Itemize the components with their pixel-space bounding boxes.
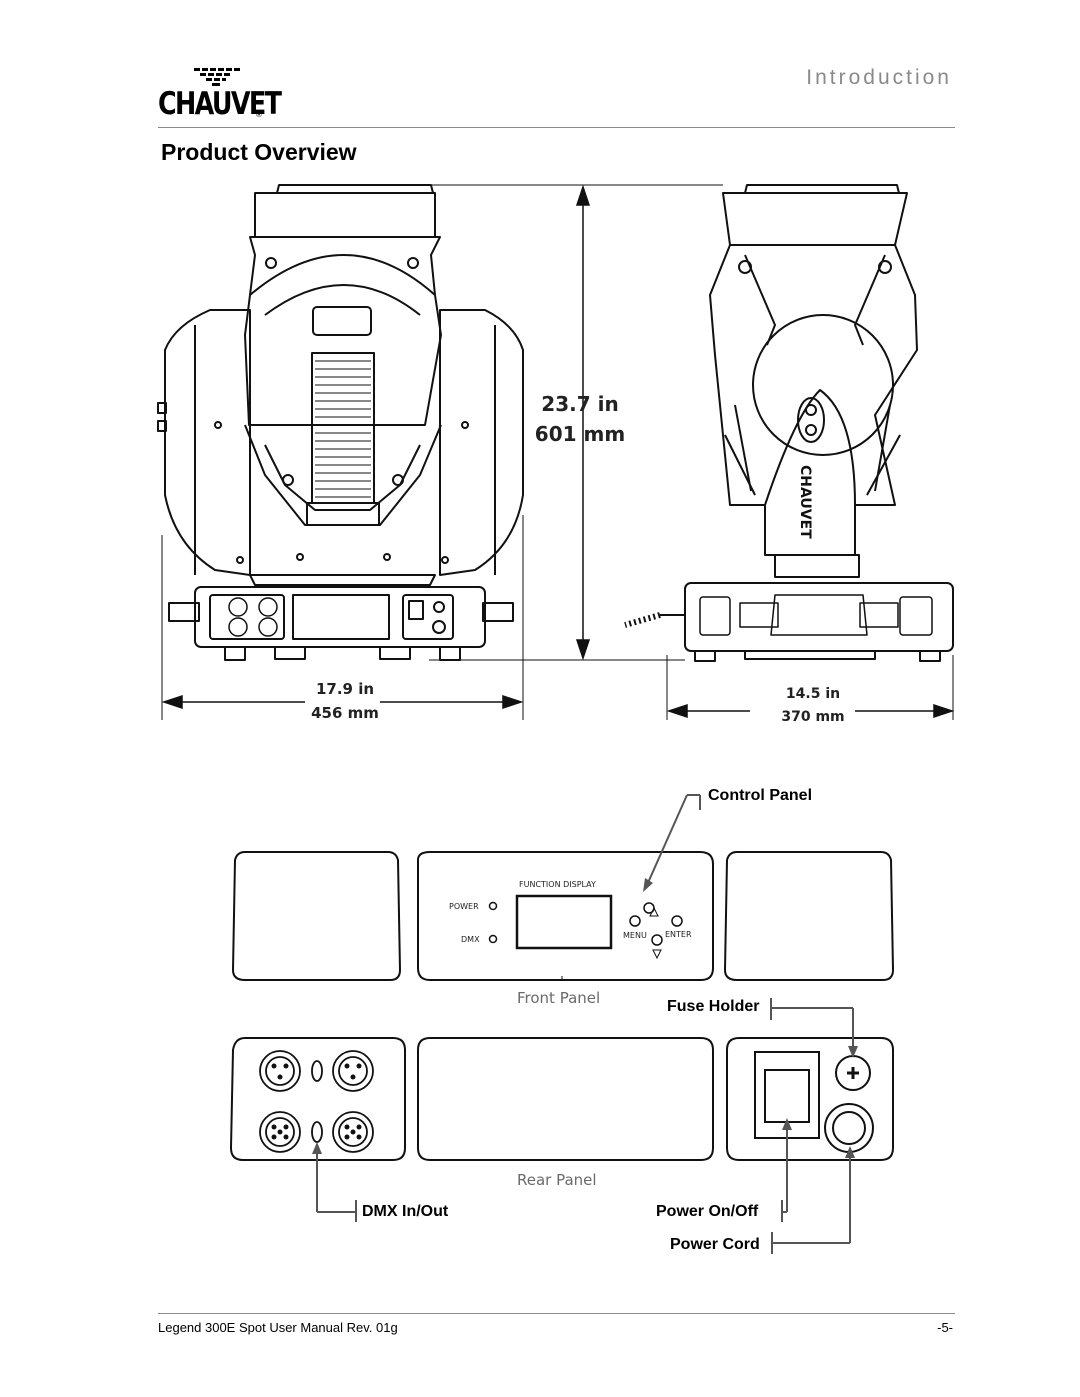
front-left-blank-plate (231, 851, 402, 981)
header-rule (158, 127, 955, 128)
side-width-mm-label: 370 mm (781, 709, 845, 725)
page-title: Product Overview (161, 139, 357, 165)
footer-manual-title: Legend 300E Spot User Manual Rev. 01g (158, 1320, 398, 1335)
registered-mark: ® (256, 110, 262, 119)
side-width-in-label: 14.5 in (785, 686, 841, 702)
side-view-fixture (624, 184, 954, 662)
panel-diagram: FUNCTION DISPLAY POWER DMX MENU ENTER (229, 794, 895, 1254)
power-on-off-callout: Power On/Off (656, 1203, 759, 1220)
power-label: POWER (449, 902, 479, 911)
fuse-holder-callout: Fuse Holder (667, 998, 760, 1015)
logo-mark-icon (194, 68, 240, 86)
rear-panel-caption: Rear Panel (517, 1171, 597, 1189)
menu-label: MENU (623, 931, 647, 940)
dmx-in-out-callout: DMX In/Out (362, 1203, 449, 1220)
front-right-blank-plate (723, 851, 895, 981)
height-mm-label: 601 mm (534, 422, 626, 446)
front-width-in-label: 17.9 in (315, 680, 375, 698)
front-view-fixture (157, 184, 524, 661)
rear-power-plate (726, 1037, 894, 1161)
rear-dmx-plate (229, 1037, 406, 1161)
fixture-dimension-drawing: CHAUVET (157, 184, 955, 720)
function-display-label: FUNCTION DISPLAY (519, 880, 596, 889)
footer-page-number: -5- (937, 1320, 953, 1335)
fixture-side-branding: CHAUVET (797, 465, 813, 539)
rear-blank-plate (417, 1037, 714, 1161)
height-in-label: 23.7 in (541, 392, 619, 416)
chauvet-logo: CHAUVET ® (158, 66, 282, 126)
enter-label: ENTER (665, 930, 692, 939)
power-cord-callout: Power Cord (670, 1236, 760, 1253)
dmx-label: DMX (461, 935, 480, 944)
front-control-plate (417, 851, 714, 981)
section-title: Introduction (806, 66, 952, 89)
front-panel-caption: Front Panel (517, 989, 601, 1007)
front-width-mm-label: 456 mm (311, 704, 379, 722)
control-panel-callout: Control Panel (708, 787, 813, 804)
footer-rule (158, 1313, 955, 1314)
logo-text: CHAUVET (158, 86, 282, 122)
